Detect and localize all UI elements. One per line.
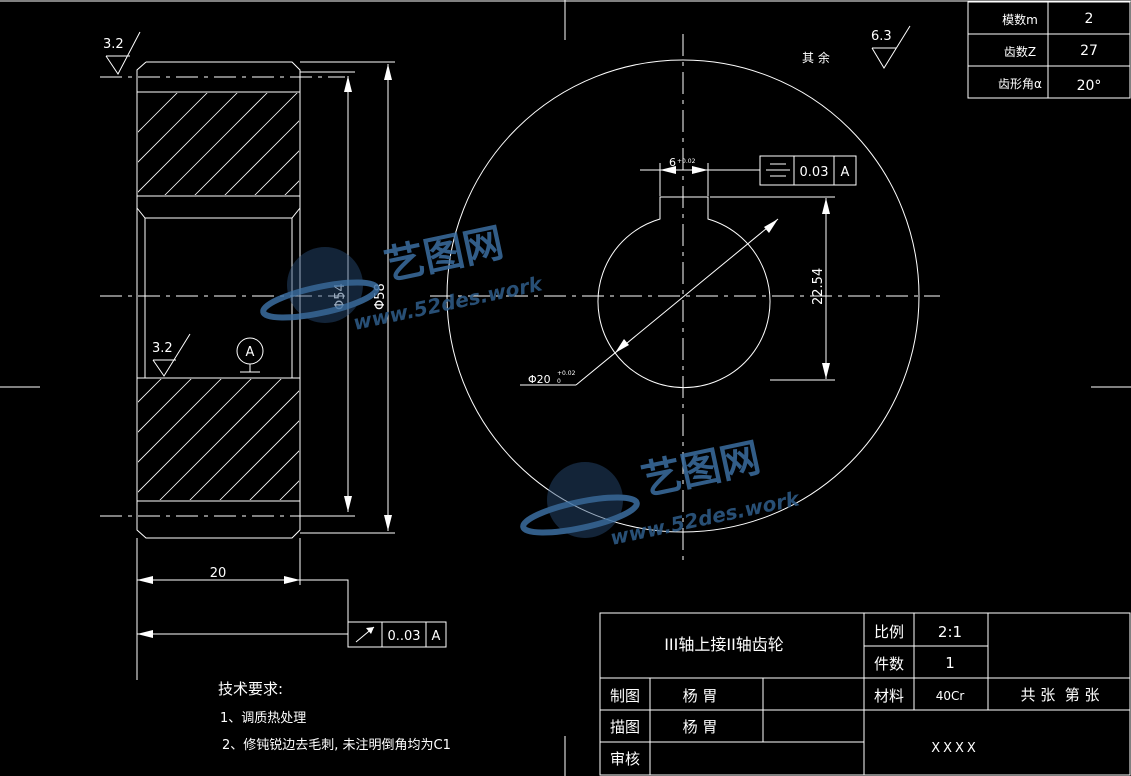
watermark-globe-icon bbox=[260, 247, 380, 323]
runout-tolerance-frame: 0..03 A bbox=[347, 621, 447, 648]
roughness-other-note: 其 余 bbox=[802, 50, 830, 65]
dim-bore-dia-tol: +0.02 bbox=[557, 370, 576, 377]
symmetry-icon bbox=[766, 163, 790, 177]
symmetry-datum: A bbox=[841, 165, 850, 180]
roughness-symbol-top-right: 6.3 bbox=[871, 25, 911, 69]
param-label-angle: 齿形角α bbox=[998, 77, 1042, 91]
traced-label: 描图 bbox=[610, 718, 640, 736]
drawn-label: 制图 bbox=[610, 687, 640, 705]
dim-keyway-depth: 22.54 bbox=[811, 268, 826, 305]
scale-label: 比例 bbox=[874, 623, 904, 641]
param-value-angle: 20° bbox=[1077, 78, 1102, 94]
section-view: Φ54 Φ58 20 3.2 3.2 A bbox=[100, 31, 395, 680]
dim-bore-dia-tol-low: 0 bbox=[557, 378, 561, 385]
watermark-lower: 艺图网 www.52des.work bbox=[520, 435, 803, 550]
tech-requirements-title: 技术要求: bbox=[218, 680, 283, 698]
roughness-symbol-bore: 3.2 bbox=[152, 333, 191, 377]
tech-requirement-item: 1、调质热处理 bbox=[220, 711, 306, 726]
runout-value: 0..03 bbox=[387, 629, 420, 644]
param-value-module: 2 bbox=[1085, 11, 1094, 27]
param-label-module: 模数m bbox=[1002, 12, 1038, 27]
runout-datum: A bbox=[432, 629, 441, 644]
section-hatch-lower bbox=[138, 379, 299, 500]
tech-requirements: 技术要求: 1、调质热处理 2、修钝锐边去毛刺, 未注明倒角均为C1 bbox=[218, 680, 451, 753]
param-label-teeth: 齿数Z bbox=[1004, 44, 1036, 59]
roughness-value-top-left: 3.2 bbox=[103, 37, 124, 52]
symmetry-tolerance-frame: 0.03 A bbox=[740, 155, 857, 186]
runout-icon bbox=[355, 626, 375, 643]
dim-keyway-width: 6 bbox=[669, 156, 676, 169]
datum-symbol: A bbox=[236, 337, 264, 373]
datum-label: A bbox=[246, 345, 255, 360]
sheets-text: 共 张 第 张 bbox=[1020, 686, 1099, 704]
parameter-table: 模数m 2 齿数Z 27 齿形角α 20° bbox=[967, 1, 1131, 99]
roughness-value-top-right: 6.3 bbox=[871, 29, 892, 44]
title-block: III轴上接II轴齿轮 比例 2:1 件数 1 材料 40Cr 共 张 第 张 … bbox=[599, 612, 1131, 776]
front-view: 6 +0.02 22.54 Φ20 +0.02 0 6.3 其 余 bbox=[430, 25, 940, 563]
dim-dia-54: Φ54 bbox=[333, 283, 348, 310]
roughness-symbol-top-left: 3.2 bbox=[103, 31, 141, 75]
material-value: 40Cr bbox=[936, 689, 965, 703]
roughness-value-bore: 3.2 bbox=[152, 341, 173, 356]
watermark-brand: 艺图网 bbox=[381, 220, 508, 290]
tech-requirement-item: 2、修钝锐边去毛刺, 未注明倒角均为C1 bbox=[222, 738, 451, 753]
watermark-upper: 艺图网 www.52des.work bbox=[260, 220, 546, 335]
dim-bore-dia: Φ20 bbox=[528, 373, 551, 386]
watermark-globe-icon bbox=[520, 462, 640, 538]
symmetry-value: 0.03 bbox=[800, 165, 829, 180]
qty-label: 件数 bbox=[874, 655, 904, 673]
dim-keyway-width-tol: +0.02 bbox=[677, 158, 696, 165]
traced-name: 杨 胃 bbox=[683, 718, 718, 736]
param-value-teeth: 27 bbox=[1080, 43, 1098, 59]
scale-value: 2:1 bbox=[938, 623, 962, 641]
qty-value: 1 bbox=[945, 654, 955, 672]
dim-width-20: 20 bbox=[210, 566, 227, 581]
watermark-brand: 艺图网 bbox=[638, 435, 765, 505]
drawing-number: XXXX bbox=[931, 741, 979, 756]
drawn-name: 杨 胃 bbox=[683, 687, 718, 705]
watermark-url: www.52des.work bbox=[608, 486, 803, 550]
material-label: 材料 bbox=[874, 687, 904, 705]
part-name: III轴上接II轴齿轮 bbox=[664, 635, 784, 654]
checked-label: 审核 bbox=[610, 750, 640, 768]
section-hatch-upper bbox=[138, 93, 299, 195]
